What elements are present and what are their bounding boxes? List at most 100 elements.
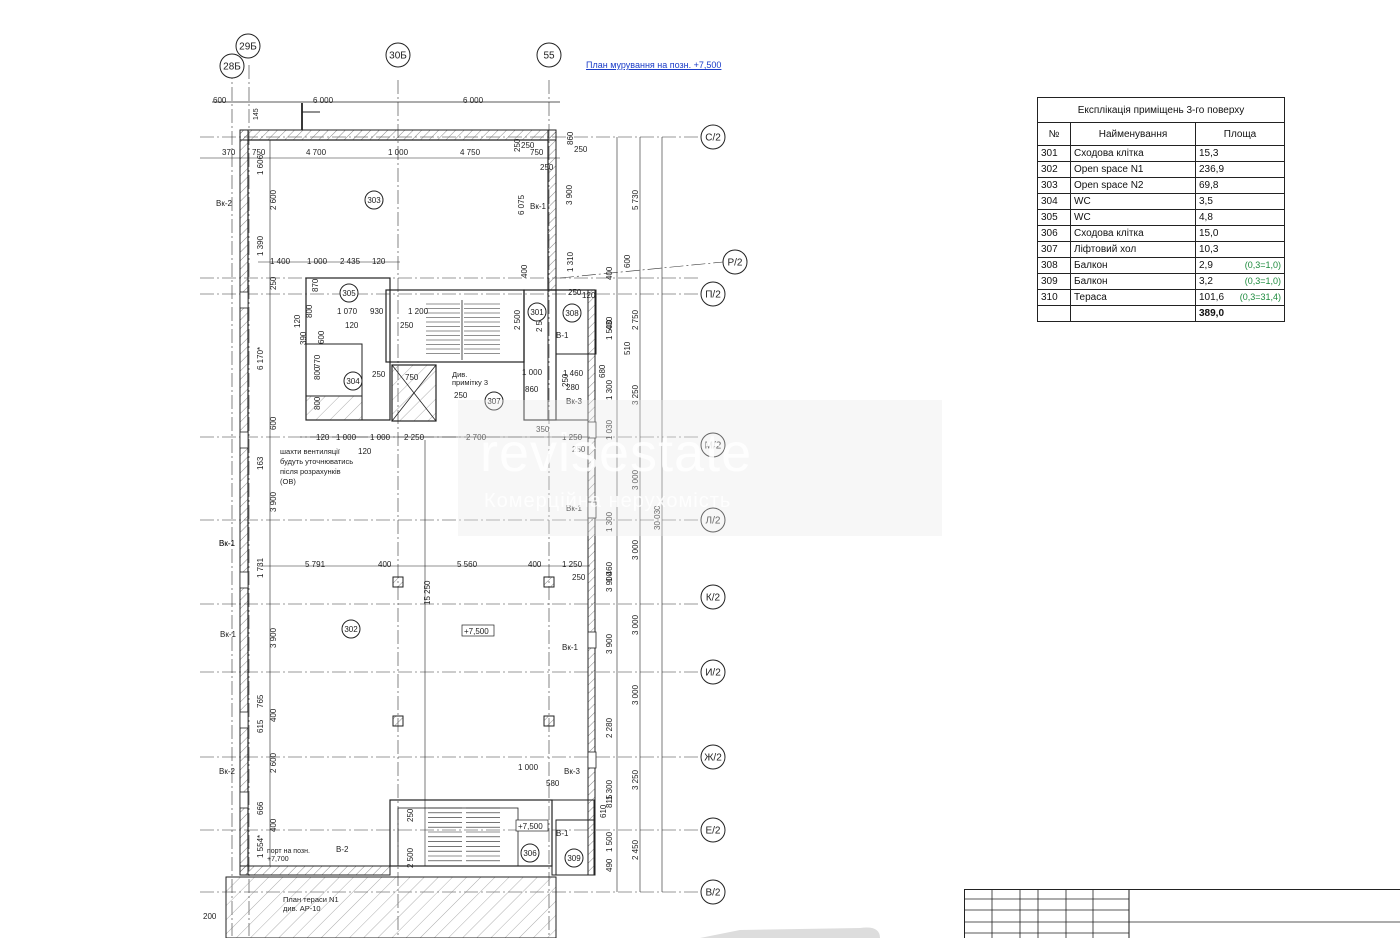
column — [543, 715, 555, 727]
room-name: Балкон — [1070, 257, 1196, 274]
masonry-plan-link[interactable]: План мурування на позн. +7,500 — [586, 60, 722, 70]
dimension-label: 1 070 — [337, 307, 358, 316]
dimension-label-vertical: 1 554* — [256, 835, 265, 858]
dimension-label-vertical: 600 — [623, 254, 632, 268]
room-name: WC — [1070, 193, 1196, 210]
dimension-label-vertical: 1 310 — [566, 251, 575, 272]
window-opening — [587, 751, 597, 769]
dimension-label: 250 — [372, 370, 386, 379]
window-label: Вк-3 — [564, 767, 581, 776]
dimension-label: 145 — [253, 108, 260, 120]
dimension-label: 1 000 — [370, 433, 391, 442]
dimension-label: 1 000 — [336, 433, 357, 442]
dimension-label: 250 — [568, 288, 582, 297]
axis-bubble-right-circle — [700, 507, 726, 533]
dimension-label-vertical: 1 300 — [605, 511, 614, 532]
room-area: 10,3 — [1195, 241, 1285, 258]
dimension-label: 1 000 — [518, 763, 539, 772]
dimension-label-vertical: 1 500 — [605, 831, 614, 852]
axis-bubble-top-circle — [385, 42, 411, 68]
outer-wall — [547, 129, 557, 291]
note-shafts: будуть уточнюватись — [280, 457, 353, 466]
axis-bubble-top: 55 — [543, 51, 555, 62]
room-number: 310 — [1037, 289, 1071, 306]
dimension-label: 4 700 — [306, 148, 327, 157]
room-number-bubble-circle — [339, 283, 359, 303]
dimension-label-vertical: 3 900 — [605, 571, 614, 592]
area-coefficient-note: (0,3=1,0) — [1244, 260, 1281, 270]
dimension-label-vertical: 1 731 — [256, 557, 265, 578]
dimension-label-vertical: 1 606 — [256, 154, 265, 175]
column — [392, 715, 404, 727]
axis-bubble-top-circle — [536, 42, 562, 68]
balcony-308 — [555, 289, 597, 355]
window-label: Вк-1 — [566, 504, 583, 513]
room-name: Сходова клітка — [1070, 225, 1196, 242]
dimension-label-vertical: 15 250 — [423, 580, 432, 605]
dimension-label: 250 — [400, 321, 414, 330]
dimension-label: 750 — [252, 148, 266, 157]
dimension-label: 400 — [378, 560, 392, 569]
room-name: Open space N2 — [1070, 177, 1196, 194]
dimension-label-vertical: 2 500 — [406, 847, 415, 868]
room-area: 101,6(0,3=31,4) — [1195, 289, 1285, 306]
dimension-label: 120 — [316, 433, 330, 442]
dimension-label: 250 — [521, 141, 535, 150]
dimension-label: 250 — [572, 445, 586, 454]
dimension-label-vertical: 5 730 — [631, 189, 640, 210]
note-terrace: План тераси N1 — [283, 895, 339, 904]
dimension-label-vertical: 1 500 — [605, 319, 614, 340]
note-stairs: примітку 3 — [452, 378, 488, 387]
dimension-label: 860 — [525, 385, 539, 394]
window-opening — [587, 631, 597, 649]
plan-linework — [200, 65, 880, 938]
bottom-dimension: 200 — [203, 912, 217, 921]
dimension-label: 350 — [536, 425, 550, 434]
dimension-label: 4 750 — [460, 148, 481, 157]
window-label: Вк-1 — [530, 202, 547, 211]
room-number-bubble-circle — [343, 371, 363, 391]
dimension-label-vertical: 3 000 — [631, 539, 640, 560]
axis-bubble-right: П/2 — [705, 290, 721, 301]
axis-bubble-right-circle — [700, 659, 726, 685]
dimension-label: 250 — [454, 391, 468, 400]
note-shafts: (ОВ) — [280, 477, 296, 486]
axis-bubble-top-circle — [235, 33, 261, 59]
axis-bubble-right: Л/2 — [706, 516, 721, 527]
room-name: Сходова клітка — [1070, 145, 1196, 162]
room-number-bubble-circle — [520, 843, 540, 863]
explication-caption: Експлікація приміщень 3-го поверху — [1037, 97, 1285, 123]
room-number-bubble-circle — [341, 619, 361, 639]
dimension-label: 1 000 — [388, 148, 409, 157]
column — [543, 576, 555, 588]
dimension-label: 250 — [513, 138, 522, 152]
dimension-label: 600 — [213, 96, 227, 105]
dimension-label: 1 250 — [562, 560, 583, 569]
terrace-area — [225, 876, 557, 938]
room-number-bubble-circle — [562, 303, 582, 323]
room-number: 305 — [1037, 209, 1071, 226]
axis-bubble-right: И/2 — [705, 668, 721, 679]
window-label: Вк-1 — [562, 643, 579, 652]
dimension-label-vertical: 800 — [305, 304, 314, 318]
dimension-label-vertical: 390 — [299, 331, 308, 345]
axis-bubble-right: В/2 — [705, 888, 720, 899]
window-label: Вк-1 — [219, 539, 236, 548]
room-number: 307 — [1037, 241, 1071, 258]
axis-bubble-top-circle — [219, 53, 245, 79]
room-number-bubble-circle — [527, 302, 547, 322]
axis-bubble-right-circle — [700, 879, 726, 905]
outer-wall — [239, 865, 391, 876]
dimension-label-vertical: 860 — [566, 131, 575, 145]
dimension-label-vertical: 2 600 — [269, 189, 278, 210]
window-opening — [239, 571, 249, 589]
dimension-label-vertical: 6 075 — [517, 194, 526, 215]
note-shafts: після розрахунків — [280, 467, 341, 476]
axis-bubble-right-circle — [700, 584, 726, 610]
title-block-stamp — [964, 889, 1400, 938]
